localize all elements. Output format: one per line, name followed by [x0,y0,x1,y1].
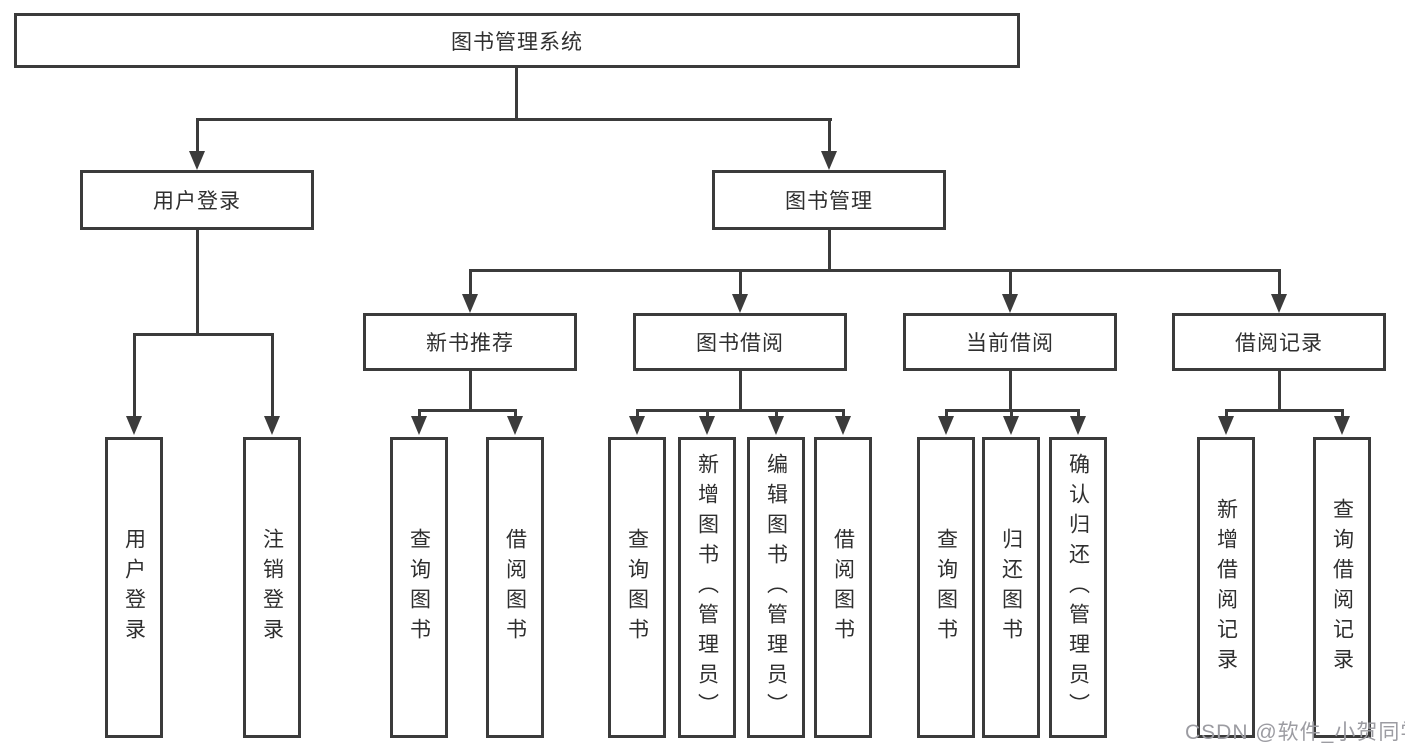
connector-g2-split [636,409,844,412]
connector-level3-split [469,269,1281,272]
node-label: 当前借阅 [966,332,1054,355]
node-leaf-query-books-1: 查询图书 [390,437,448,738]
arrowhead-g4-2 [1334,416,1350,435]
arrowhead-book-mgmt [821,151,837,170]
connector-g1-stem-2 [514,409,517,418]
arrowhead-g1-2 [507,416,523,435]
connector-g3-stem-2 [1010,409,1013,418]
node-leaf-query-books-2: 查询图书 [608,437,666,738]
connector-stem-book-mgmt [828,118,831,154]
arrowhead-g2-2 [699,416,715,435]
node-label: 查询图书 [407,527,431,648]
node-book-borrowing: 图书借阅 [633,313,847,371]
node-leaf-query-borrow-record: 查询借阅记录 [1313,437,1371,738]
connector-stem-borrow-records [1278,269,1281,296]
connector-g2-stem-1 [636,409,639,418]
node-label: 用户登录 [122,527,146,648]
node-label: 编辑图书（管理员） [764,452,788,723]
connector-stem-user-login [196,118,199,154]
node-root-label: 图书管理系统 [451,30,583,54]
csdn-watermark: CSDN @软件_小贺同学 [1185,721,1405,744]
connector-book-mgmt-down [828,230,831,272]
arrowhead-new-books [462,294,478,313]
node-label: 查询图书 [934,527,958,648]
node-label: 新书推荐 [426,332,514,355]
node-leaf-add-book-admin: 新增图书（管理员） [678,437,736,738]
connector-stem-leaf-logout [271,333,274,417]
connector-g1-stem-1 [418,409,421,418]
node-user-login: 用户登录 [80,170,314,230]
node-label: 图书借阅 [696,332,784,355]
arrowhead-g3-3 [1070,416,1086,435]
connector-stem-leaf-login [133,333,136,417]
node-leaf-return-books: 归还图书 [982,437,1040,738]
node-label: 查询图书 [625,527,649,648]
node-leaf-user-login: 用户登录 [105,437,163,738]
node-leaf-borrow-books-2: 借阅图书 [814,437,872,738]
node-label: 查询借阅记录 [1330,497,1354,678]
node-current-borrowing: 当前借阅 [903,313,1117,371]
connector-g4-down [1278,371,1281,412]
node-book-management: 图书管理 [712,170,946,230]
arrowhead-borrow-records [1271,294,1287,313]
arrowhead-g3-2 [1003,416,1019,435]
node-label: 借阅记录 [1235,332,1323,355]
arrowhead-g3-1 [938,416,954,435]
arrowhead-book-borrow [732,294,748,313]
arrowhead-g4-1 [1218,416,1234,435]
connector-g3-stem-1 [945,409,948,418]
node-label: 确认归还（管理员） [1066,452,1090,723]
node-root: 图书管理系统 [14,13,1020,68]
node-label: 新增图书（管理员） [695,452,719,723]
arrowhead-g1-1 [411,416,427,435]
connector-stem-book-borrow [739,269,742,296]
node-leaf-add-borrow-record: 新增借阅记录 [1197,437,1255,738]
arrowhead-g2-1 [629,416,645,435]
node-label: 借阅图书 [831,527,855,648]
node-label: 新增借阅记录 [1214,497,1238,678]
node-leaf-borrow-books-1: 借阅图书 [486,437,544,738]
arrowhead-g2-3 [768,416,784,435]
arrowhead-current-borrow [1002,294,1018,313]
arrowhead-g2-4 [835,416,851,435]
connector-g2-down [739,371,742,412]
node-new-book-recommend: 新书推荐 [363,313,577,371]
node-label: 注销登录 [260,527,284,648]
connector-level2-split [196,118,832,121]
connector-g1-split [418,409,516,412]
connector-g2-stem-2 [706,409,709,418]
arrowhead-user-login [189,151,205,170]
node-leaf-confirm-return-admin: 确认归还（管理员） [1049,437,1107,738]
connector-g2-stem-4 [842,409,845,418]
connector-g3-down [1009,371,1012,412]
arrowhead-leaf-login [126,416,142,435]
connector-g3-stem-3 [1077,409,1080,418]
arrowhead-leaf-logout [264,416,280,435]
node-label: 用户登录 [153,190,241,213]
node-leaf-logout: 注销登录 [243,437,301,738]
connector-user-login-down [196,230,199,336]
connector-stem-current-borrow [1009,269,1012,296]
node-borrow-records: 借阅记录 [1172,313,1386,371]
node-label: 归还图书 [999,527,1023,648]
node-label: 借阅图书 [503,527,527,648]
node-leaf-edit-book-admin: 编辑图书（管理员） [747,437,805,738]
node-leaf-query-books-3: 查询图书 [917,437,975,738]
node-label: 图书管理 [785,190,873,213]
connector-root-down [515,68,518,120]
connector-g1-down [469,371,472,412]
connector-g4-split [1225,409,1343,412]
connector-g4-stem-2 [1341,409,1344,418]
connector-g2-stem-3 [775,409,778,418]
connector-stem-new-books [469,269,472,296]
connector-user-login-split [133,333,274,336]
connector-g4-stem-1 [1225,409,1228,418]
